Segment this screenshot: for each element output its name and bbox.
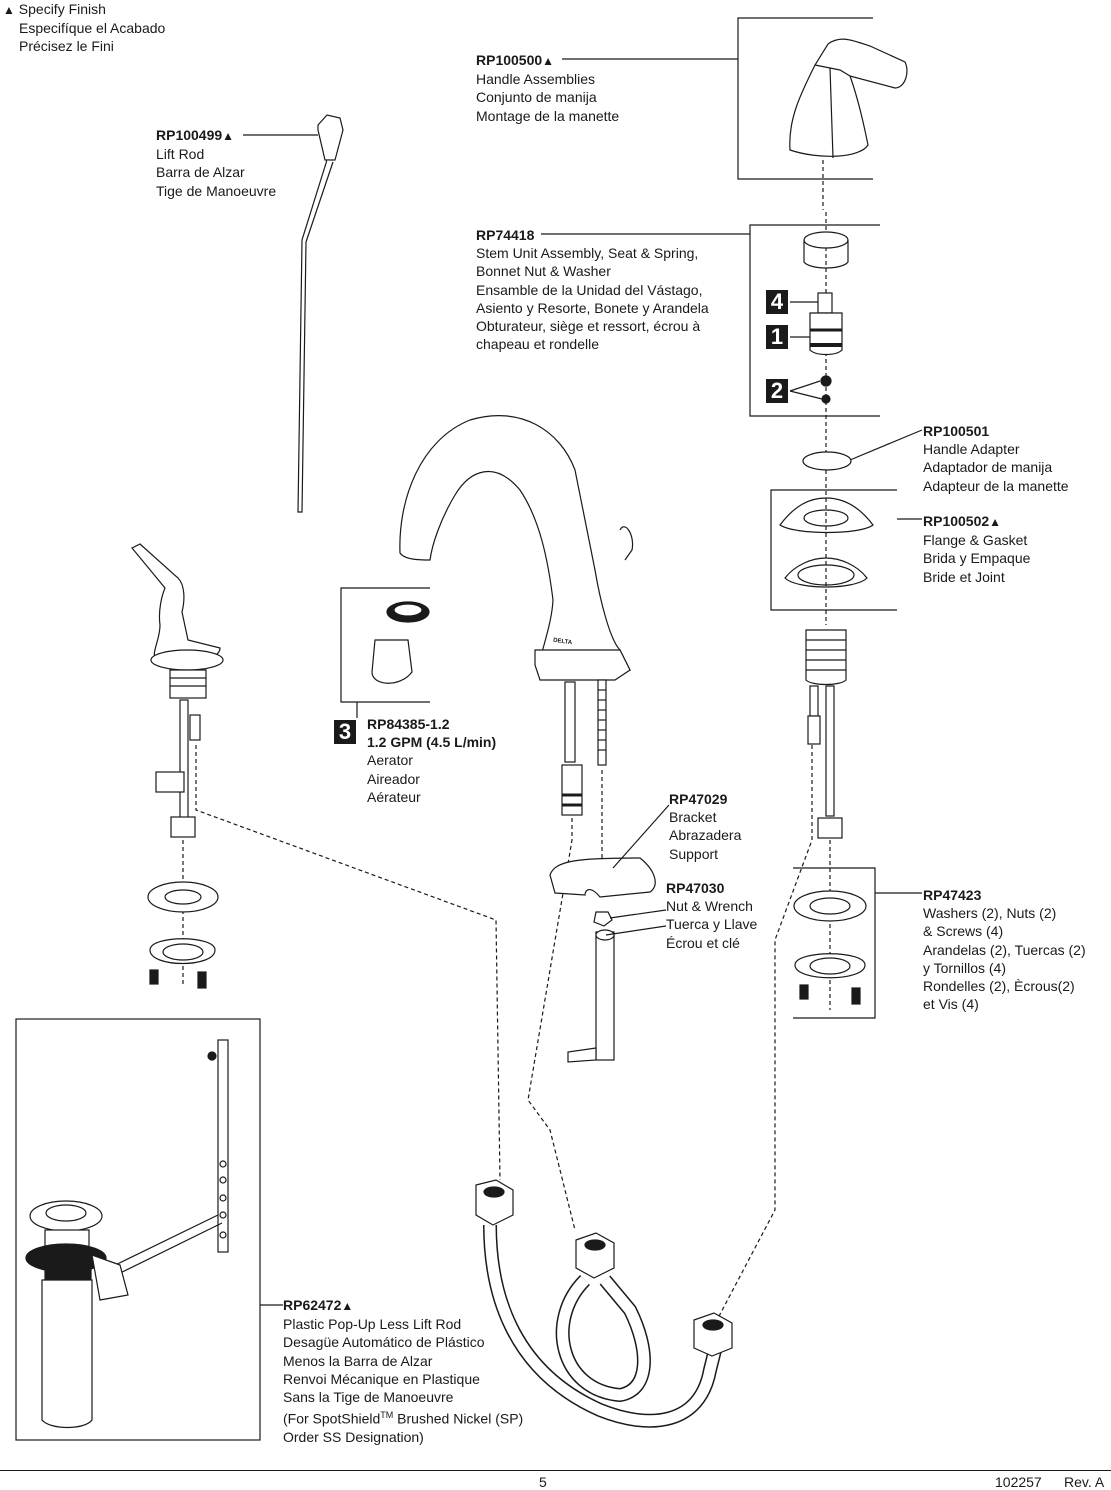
part-description: Flange & Gasket [923, 532, 1028, 549]
part-description: Aireador [367, 770, 420, 787]
part-description: Aérateur [367, 788, 421, 805]
part-number: RP47029 [669, 791, 728, 807]
part-number: RP47423 [923, 887, 982, 903]
part-description: Bonnet Nut & Washer [476, 263, 611, 280]
part-label-handle-adapter: RP100501 Handle Adapter Adaptador de man… [923, 422, 1069, 495]
legend-line: Especifíque el Acabado [19, 20, 166, 37]
popup-drain-drawing [15, 1018, 283, 1441]
callout-badge-4: 4 [766, 290, 788, 314]
flow-rate: 1.2 GPM (4.5 L/min) [367, 734, 497, 751]
part-label-bracket: RP47029 Bracket Abrazadera Support [669, 790, 741, 863]
part-number: RP100500 [476, 52, 543, 68]
part-description: Obturateur, siège et ressort, écrou à [476, 318, 701, 335]
part-description: Handle Adapter [923, 441, 1020, 458]
part-label-handle-assemblies: RP100500▲ Handle Assemblies Conjunto de … [476, 51, 619, 125]
bracket-wrench-drawing [549, 804, 670, 1063]
part-description: Menos la Barra de Alzar [283, 1352, 433, 1369]
part-description: Ensamble de la Unidad del Vástago, [476, 281, 703, 298]
part-number: RP100501 [923, 423, 990, 439]
flange-drawing [770, 429, 923, 625]
part-description: Bracket [669, 809, 717, 826]
lift-rod-drawing [243, 114, 344, 513]
legend-line: Précisez le Fini [19, 38, 114, 55]
part-description: Écrou et clé [666, 934, 740, 951]
part-description: Abrazadera [669, 827, 742, 844]
spout-brand-text: DELTA [552, 637, 573, 647]
part-description: Renvoi Mécanique en Plastique [283, 1370, 480, 1387]
callout-badge-3: 3 [334, 720, 356, 744]
specify-finish-symbol: ▲ [222, 129, 235, 143]
part-description: Support [669, 845, 719, 862]
part-description: Asiento y Resorte, Bonete y Arandela [476, 299, 709, 316]
part-description: Rondelles (2), Ècrous(2) [923, 978, 1075, 995]
callout-badge-2: 2 [766, 379, 788, 403]
part-description: Nut & Wrench [666, 898, 753, 915]
handle-assembly-drawing [562, 17, 908, 210]
part-description: Washers (2), Nuts (2) [923, 905, 1057, 922]
right-valve-drawing [716, 629, 922, 1321]
left-valve-drawing [131, 543, 501, 1181]
part-description: Montage de la manette [476, 107, 620, 124]
part-number: RP100499 [156, 127, 223, 143]
part-description: Conjunto de manija [476, 89, 597, 106]
part-description: Lift Rod [156, 146, 205, 163]
part-description: Aerator [367, 752, 413, 769]
part-description: Brida y Empaque [923, 550, 1031, 567]
legend-line: Specify Finish [18, 1, 106, 17]
part-description: Bride et Joint [923, 568, 1005, 585]
spotshield-note: (For SpotShieldTM Brushed Nickel (SP) [283, 1410, 524, 1427]
part-description: Adapteur de la manette [923, 477, 1069, 494]
spout-drawing [399, 415, 634, 1231]
finish-legend: ▲ Specify Finish Especifíque el Acabado … [3, 0, 165, 56]
part-label-washers-nuts: RP47423 Washers (2), Nuts (2) & Screws (… [923, 886, 1086, 1013]
spotshield-note-cont: Order SS Designation) [283, 1429, 424, 1446]
part-description: Desagüe Automático de Plástico [283, 1334, 485, 1351]
part-number: RP84385-1.2 [367, 716, 450, 732]
stem-unit-drawing [541, 212, 880, 460]
specify-finish-symbol: ▲ [3, 3, 15, 17]
specify-finish-symbol: ▲ [542, 54, 555, 68]
part-number: RP62472 [283, 1297, 342, 1313]
part-label-lift-rod: RP100499▲ Lift Rod Barra de Alzar Tige d… [156, 126, 276, 200]
part-description: Sans la Tige de Manoeuvre [283, 1389, 454, 1406]
part-description: Tige de Manoeuvre [156, 182, 277, 199]
supply-hoses-drawing [475, 1179, 733, 1428]
part-number: RP74418 [476, 227, 535, 243]
part-description: Handle Assemblies [476, 71, 596, 88]
part-description: y Tornillos (4) [923, 959, 1006, 976]
callout-badge-1: 1 [766, 325, 788, 349]
part-description: Arandelas (2), Tuercas (2) [923, 941, 1086, 958]
part-label-flange-gasket: RP100502▲ Flange & Gasket Brida y Empaqu… [923, 512, 1030, 586]
part-label-nut-wrench: RP47030 Nut & Wrench Tuerca y Llave Écro… [666, 879, 757, 952]
revision: Rev. A [1064, 1474, 1105, 1490]
part-number: RP100502 [923, 513, 990, 529]
specify-finish-symbol: ▲ [989, 515, 1002, 529]
part-description: & Screws (4) [923, 923, 1004, 940]
part-description: Adaptador de manija [923, 459, 1053, 476]
part-label-aerator: RP84385-1.2 1.2 GPM (4.5 L/min) Aerator … [367, 715, 496, 806]
aerator-drawing [340, 587, 430, 718]
part-description: et Vis (4) [923, 996, 979, 1013]
part-description: chapeau et rondelle [476, 336, 599, 353]
page-number: 5 [539, 1474, 547, 1490]
part-description: Tuerca y Llave [666, 916, 758, 933]
doc-number: 102257 [995, 1474, 1042, 1490]
part-description: Stem Unit Assembly, Seat & Spring, [476, 245, 699, 262]
part-description: Barra de Alzar [156, 164, 245, 181]
specify-finish-symbol: ▲ [341, 1299, 354, 1313]
part-label-stem-unit: RP74418 Stem Unit Assembly, Seat & Sprin… [476, 226, 709, 353]
part-number: RP47030 [666, 880, 725, 896]
part-description: Plastic Pop-Up Less Lift Rod [283, 1316, 462, 1333]
footer-divider [0, 1470, 1111, 1471]
part-label-popup: RP62472▲ Plastic Pop-Up Less Lift Rod De… [283, 1296, 523, 1446]
